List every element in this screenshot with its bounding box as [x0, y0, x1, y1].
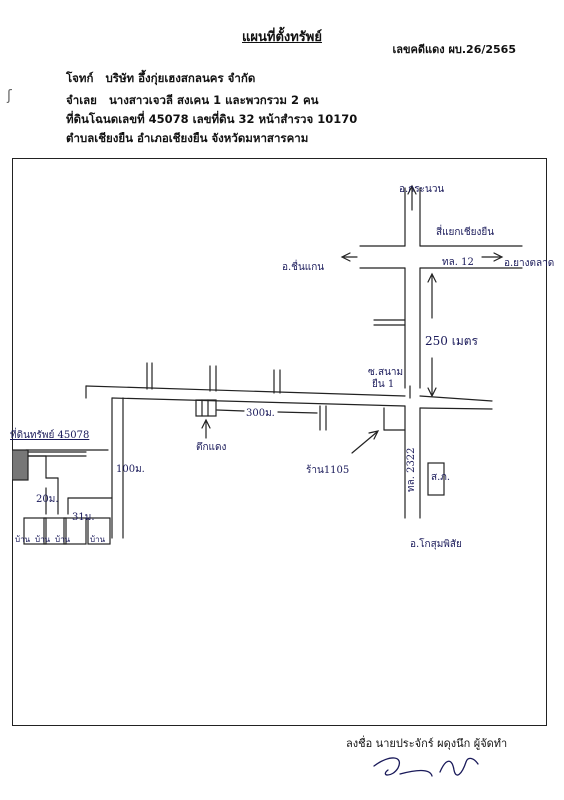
house-4 [87, 517, 111, 545]
arrow-250-up-head [427, 272, 437, 283]
defendant-value: นางสาวเจวลี สงเคน 1 และพวกรวม 2 คน [108, 93, 319, 107]
label-highway-12: ทล. 12 [442, 257, 474, 268]
page-title: แผนที่ตั้งทรัพย์ [242, 30, 322, 45]
defendant-label: จำเลย [66, 93, 97, 107]
label-distance-250: 250 เมตร [425, 334, 478, 348]
road-long-bottom [111, 397, 406, 407]
map-frame [12, 158, 547, 726]
plaintiff-value: บริษัท อึ้งกุ่ยเฮงสกลนคร จำกัด [105, 71, 256, 85]
label-house-2: บ้าน [35, 535, 51, 544]
plaintiff-line: โจทก์ บริษัท อึ้งกุ่ยเฮงสกลนคร จำกัด [66, 70, 255, 88]
label-distance-31: 31ม. [72, 512, 95, 523]
signature-line: ลงชื่อ นายประจักร์ ผดุงนึก ผู้จัดทำ [346, 737, 508, 750]
signature-scribble [373, 757, 479, 777]
road-long-east-top [419, 395, 493, 402]
label-east-dest: อ.ยางตลาด [504, 258, 555, 269]
label-west-dest: อ.ชื่นแกน [282, 262, 325, 273]
shop-arrow [351, 431, 378, 454]
land-deed-line: ที่ดินโฉนดเลขที่ 45078 เลขที่ดิน 32 หน้า… [66, 112, 358, 126]
arrow-east-head [493, 252, 504, 262]
road-long-east-bottom [419, 407, 493, 410]
house-1 [23, 517, 47, 545]
arrow-north-head [407, 184, 417, 195]
arrow-west-head [340, 252, 351, 262]
label-distance-20: 20ม. [36, 494, 59, 505]
label-house-4: บ้าน [90, 535, 106, 544]
label-distance-100: 100ม. [116, 464, 145, 475]
label-north-dest: อ.กระนวน [399, 184, 445, 195]
label-soi-1: ซ.สนาม [368, 367, 404, 378]
label-soi-2: ยืน 1 [372, 379, 395, 390]
house-3 [63, 517, 87, 545]
label-junction: สี่แยกเชียงยืน [436, 227, 495, 238]
case-number: เลขคดีแดง ผบ.26/2565 [392, 43, 516, 56]
sketch-map [12, 184, 523, 545]
plaintiff-label: โจทก์ [66, 71, 94, 85]
red-building [195, 399, 217, 417]
property-parcel [12, 449, 29, 481]
label-house-1: บ้าน [15, 535, 31, 544]
label-police: ส.ภ. [431, 472, 451, 483]
margin-mark: ʃ [7, 88, 12, 104]
label-red-building: ตึกแดง [196, 442, 227, 453]
police-box [427, 462, 445, 496]
label-south-dest: อ.โกสุมพิสัย [410, 539, 462, 550]
label-house-3: บ้าน [55, 535, 71, 544]
house-2 [43, 517, 67, 545]
label-distance-300: 300ม. [246, 408, 275, 419]
location-line: ตำบลเชียงยืน อำเภอเชียงยืน จังหวัดมหาสาร… [66, 131, 309, 145]
defendant-line: จำเลย นางสาวเจวลี สงเคน 1 และพวกรวม 2 คน [66, 92, 319, 110]
arrow-250-down-head [427, 387, 437, 398]
road-long-top [85, 385, 406, 397]
label-highway-2322: ทล. 2322 [406, 447, 417, 492]
label-shop: ร้าน1105 [306, 465, 350, 476]
label-property: ที่ดินทรัพย์ 45078 [10, 430, 90, 441]
